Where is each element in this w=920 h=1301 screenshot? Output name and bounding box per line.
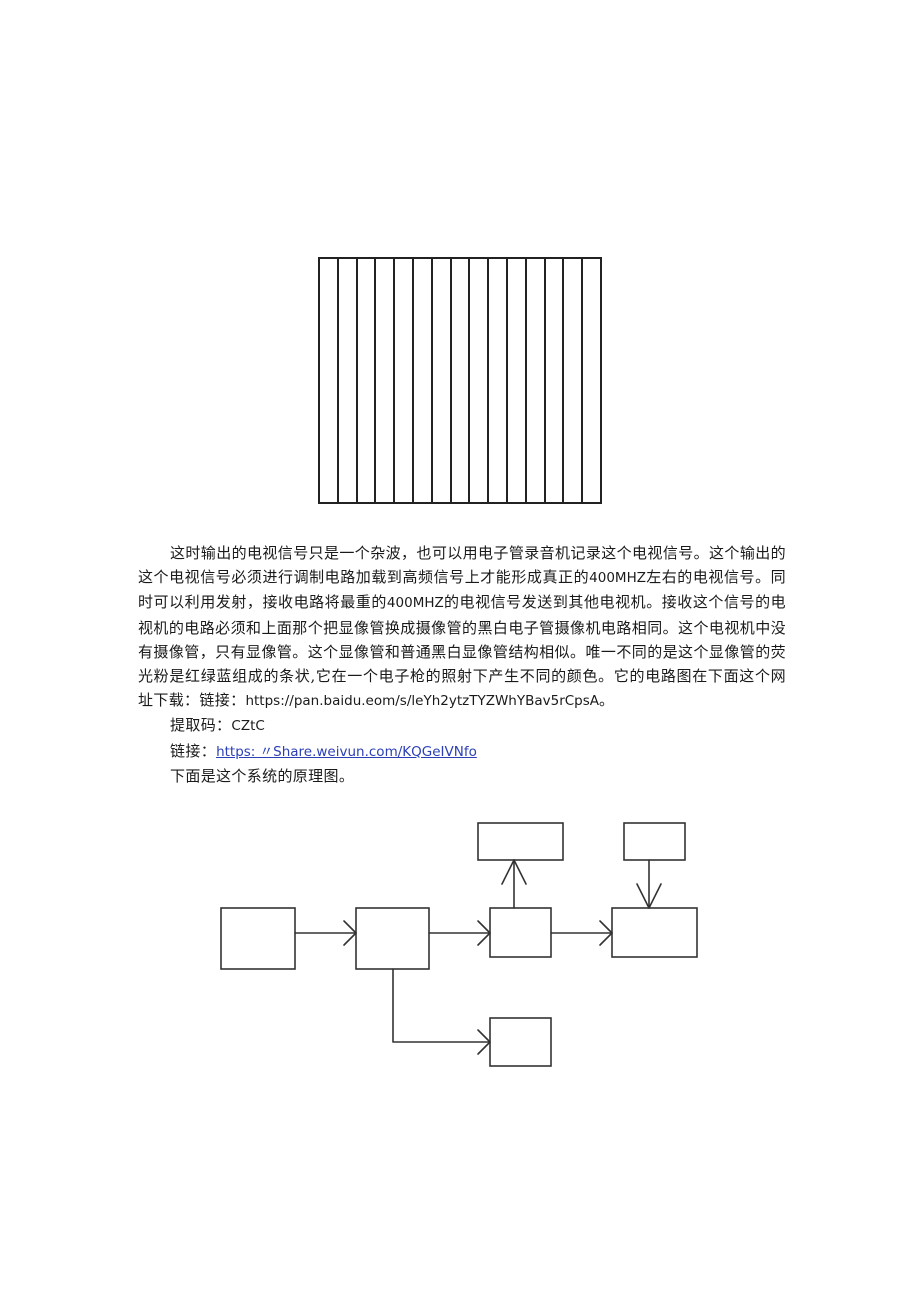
diagram-box-e (489, 907, 552, 958)
arrow-d-to-f (636, 859, 662, 909)
extract-code-line: 提取码：CZtC (138, 713, 786, 738)
paragraph-end: 。 (599, 691, 615, 710)
arrow-b-to-e (428, 920, 491, 946)
body-text: 这时输出的电视信号只是一个杂波，也可以用电子管录音机记录这个电视信号。这个输出的… (138, 541, 786, 788)
diagram-box-f (611, 907, 698, 958)
diagram-box-d (623, 822, 686, 861)
arrow-e-to-c (501, 859, 527, 909)
stripe (395, 259, 414, 502)
diagram-box-c (477, 822, 564, 861)
caption-text: 下面是这个系统的原理图。 (170, 766, 355, 785)
stripe (357, 259, 377, 502)
stripe (564, 259, 584, 502)
stripe (507, 259, 527, 502)
extract-code-value: CZtC (231, 718, 265, 735)
diagram-box-a (220, 907, 296, 970)
frequency-value: 400MHZ (386, 595, 444, 612)
diagram-caption: 下面是这个系统的原理图。 (138, 764, 786, 788)
baidu-url: https://pan.baidu.eom/s/leYh2ytzTYZWhYBa… (245, 693, 600, 710)
arrow-e-to-f (550, 920, 613, 946)
stripe (320, 259, 339, 502)
stripe (526, 259, 546, 502)
paragraph-text-3: 的电视信号发送到其他电视机。接收这个信号的电视机的电路必须和上面那个把显像管换成… (138, 593, 787, 710)
stripe (583, 259, 600, 502)
striped-pattern-figure (318, 257, 602, 504)
stripe (338, 259, 358, 502)
main-paragraph: 这时输出的电视信号只是一个杂波，也可以用电子管录音机记录这个电视信号。这个输出的… (138, 541, 786, 713)
paragraph-text-1: 这时输出的电视信号只是一个杂波，也可以用电子管录音机记录这个电视信号。这个输出的… (138, 544, 786, 587)
link-label: 链接： (170, 741, 217, 760)
stripe (451, 259, 471, 502)
arrow-a-to-b (294, 920, 357, 946)
stripe (376, 259, 396, 502)
paragraph-text-2: 左右的电视信号。同时可以利用发射，接收电路将最重的 (138, 568, 786, 612)
stripe (413, 259, 433, 502)
extract-code-label: 提取码： (170, 716, 232, 735)
frequency-value: 400MHZ (589, 570, 646, 587)
link-line: 链接：https: 〃Share.weivun.com/KQGeIVNfo (138, 739, 786, 764)
stripe (470, 259, 490, 502)
arrow-b-to-g (392, 968, 491, 1055)
stripe (545, 259, 565, 502)
stripe (489, 259, 508, 502)
diagram-box-b (355, 907, 430, 970)
diagram-box-g (489, 1017, 552, 1067)
stripe (432, 259, 452, 502)
share-link[interactable]: https: 〃Share.weivun.com/KQGeIVNfo (216, 743, 477, 760)
